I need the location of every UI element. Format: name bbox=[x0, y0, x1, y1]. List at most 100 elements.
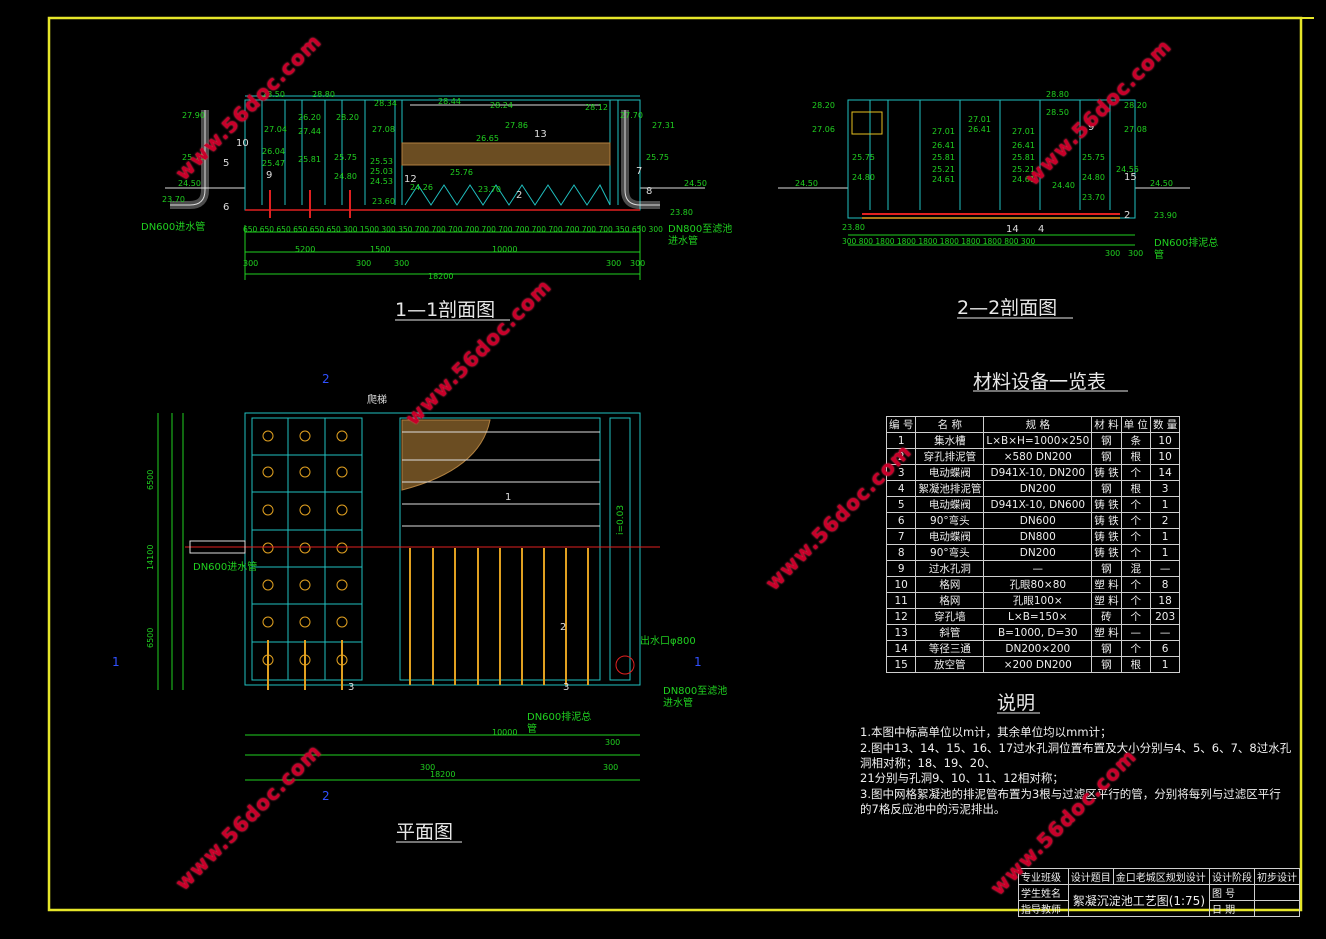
table-cell: 个 bbox=[1120, 496, 1151, 513]
table-cell: 钢 bbox=[1091, 640, 1122, 657]
elev-label: 25.75 bbox=[182, 153, 205, 162]
elev-label: 28.12 bbox=[585, 103, 608, 112]
table-cell: 14 bbox=[1149, 464, 1181, 481]
table-cell: 铸 铁 bbox=[1091, 496, 1122, 513]
note-line: 3.图中网格絮凝池的排泥管布置为3根与过滤区平行的管，分别将每列与过滤区平行 bbox=[860, 787, 1281, 801]
outlet-label-2: 进水管 bbox=[668, 234, 698, 247]
table-cell: 塑 料 bbox=[1091, 592, 1122, 609]
table-cell: 个 bbox=[1120, 512, 1151, 529]
dim-row: 300 800 1800 1800 1800 1800 1800 1800 80… bbox=[842, 237, 1035, 246]
table-cell: DN200×200 bbox=[983, 640, 1093, 657]
table-cell: D941X-10, DN600 bbox=[983, 496, 1093, 513]
tag: 2 bbox=[516, 190, 522, 201]
title-block: 专业班级 设计题目 金口老城区规划设计 设计阶段 初步设计 学生姓名 絮凝沉淀池… bbox=[1018, 868, 1300, 917]
table-cell: 钢 bbox=[1091, 448, 1122, 465]
table-cell: 塑 料 bbox=[1091, 576, 1122, 593]
svg-text:6500: 6500 bbox=[146, 628, 155, 648]
table-cell: 编 号 bbox=[885, 416, 917, 433]
elev-label: 25.75 bbox=[646, 153, 669, 162]
section-marker: 1 bbox=[694, 655, 702, 669]
svg-text:24.80: 24.80 bbox=[852, 173, 875, 182]
sheet-frame bbox=[47, 16, 1303, 912]
section-2-2-title: 2—2剖面图 bbox=[957, 297, 1057, 319]
table-cell: 电动蝶阀 bbox=[915, 464, 985, 481]
table-cell: 斜管 bbox=[915, 624, 985, 641]
dim-total: 18200 bbox=[428, 272, 453, 281]
elev-label: 27.90 bbox=[182, 111, 205, 120]
elev-label: 24.80 bbox=[334, 172, 357, 181]
svg-text:23.90: 23.90 bbox=[1154, 211, 1177, 220]
tag: 12 bbox=[404, 174, 417, 185]
plan-view bbox=[157, 412, 660, 781]
table-cell: 8 bbox=[885, 544, 917, 561]
notes-title: 说明 bbox=[997, 692, 1035, 714]
elev-label: 24.53 bbox=[370, 177, 393, 186]
elev-label: 23.60 bbox=[372, 197, 395, 206]
note-line: 洞相对称；18、19、20、 bbox=[860, 756, 996, 770]
svg-text:28.20: 28.20 bbox=[812, 101, 835, 110]
drawing-name: 絮凝沉淀池工艺图(1:75) bbox=[1067, 884, 1210, 917]
dim-label: 300 bbox=[356, 259, 371, 268]
svg-text:24.80: 24.80 bbox=[1082, 173, 1105, 182]
table-cell: 1 bbox=[1149, 496, 1181, 513]
svg-text:25.75: 25.75 bbox=[852, 153, 875, 162]
inlet-label: DN600进水管 bbox=[141, 220, 205, 233]
elev-label: 25.47 bbox=[262, 159, 285, 168]
svg-text:28.50: 28.50 bbox=[1046, 108, 1069, 117]
dim-label: 10000 bbox=[492, 245, 517, 254]
svg-text:2: 2 bbox=[560, 622, 566, 633]
svg-text:24.61: 24.61 bbox=[1012, 175, 1035, 184]
svg-text:25.81: 25.81 bbox=[1012, 153, 1035, 162]
table-cell: B=1000, D=30 bbox=[983, 624, 1093, 641]
table-cell: 名 称 bbox=[915, 416, 985, 433]
tag: 8 bbox=[646, 186, 652, 197]
table-cell: 混 bbox=[1120, 560, 1151, 577]
svg-text:14: 14 bbox=[1006, 224, 1019, 235]
svg-text:24.61: 24.61 bbox=[932, 175, 955, 184]
table-cell: 6 bbox=[885, 512, 917, 529]
table-cell: 7 bbox=[885, 528, 917, 545]
svg-text:25.75: 25.75 bbox=[1082, 153, 1105, 162]
table-cell: — bbox=[983, 560, 1093, 577]
table-cell: L×B×H=1000×250 bbox=[983, 432, 1093, 449]
table-cell: 10 bbox=[1149, 448, 1181, 465]
sludge-label: DN600排泥总 bbox=[1154, 236, 1218, 249]
table-cell: 砖 bbox=[1091, 608, 1122, 625]
elev-label: 27.70 bbox=[620, 111, 643, 120]
svg-text:3: 3 bbox=[348, 682, 354, 693]
table-cell: 根 bbox=[1120, 480, 1151, 497]
dim-label: 300 bbox=[243, 259, 258, 268]
svg-text:26.41: 26.41 bbox=[1012, 141, 1035, 150]
materials-title: 材料设备一览表 bbox=[973, 371, 1106, 393]
svg-text:2: 2 bbox=[1124, 210, 1130, 221]
table-cell: 铸 铁 bbox=[1091, 528, 1122, 545]
ladder-label: 爬梯 bbox=[367, 393, 387, 406]
tb-cell: 指导教师 bbox=[1018, 900, 1069, 917]
section-marker: 2 bbox=[322, 789, 330, 803]
table-cell: 8 bbox=[1149, 576, 1181, 593]
svg-text:26.41: 26.41 bbox=[932, 141, 955, 150]
elev-label: 25.81 bbox=[298, 155, 321, 164]
table-cell: 个 bbox=[1120, 608, 1151, 625]
elev-label: 23.70 bbox=[162, 195, 185, 204]
table-cell: DN800 bbox=[983, 528, 1093, 545]
table-cell: 格网 bbox=[915, 592, 985, 609]
tag: 5 bbox=[223, 158, 229, 169]
svg-text:27.08: 27.08 bbox=[1124, 125, 1147, 134]
note-line: 的7格反应池中的污泥排出。 bbox=[860, 802, 1006, 816]
table-cell: 1 bbox=[1149, 528, 1181, 545]
table-cell: 90°弯头 bbox=[915, 544, 985, 561]
elev-label: 25.53 bbox=[370, 157, 393, 166]
svg-text:300: 300 bbox=[420, 763, 435, 772]
tag: 7 bbox=[636, 166, 642, 177]
table-cell: — bbox=[1149, 560, 1181, 577]
table-cell: L×B=150× bbox=[983, 608, 1093, 625]
